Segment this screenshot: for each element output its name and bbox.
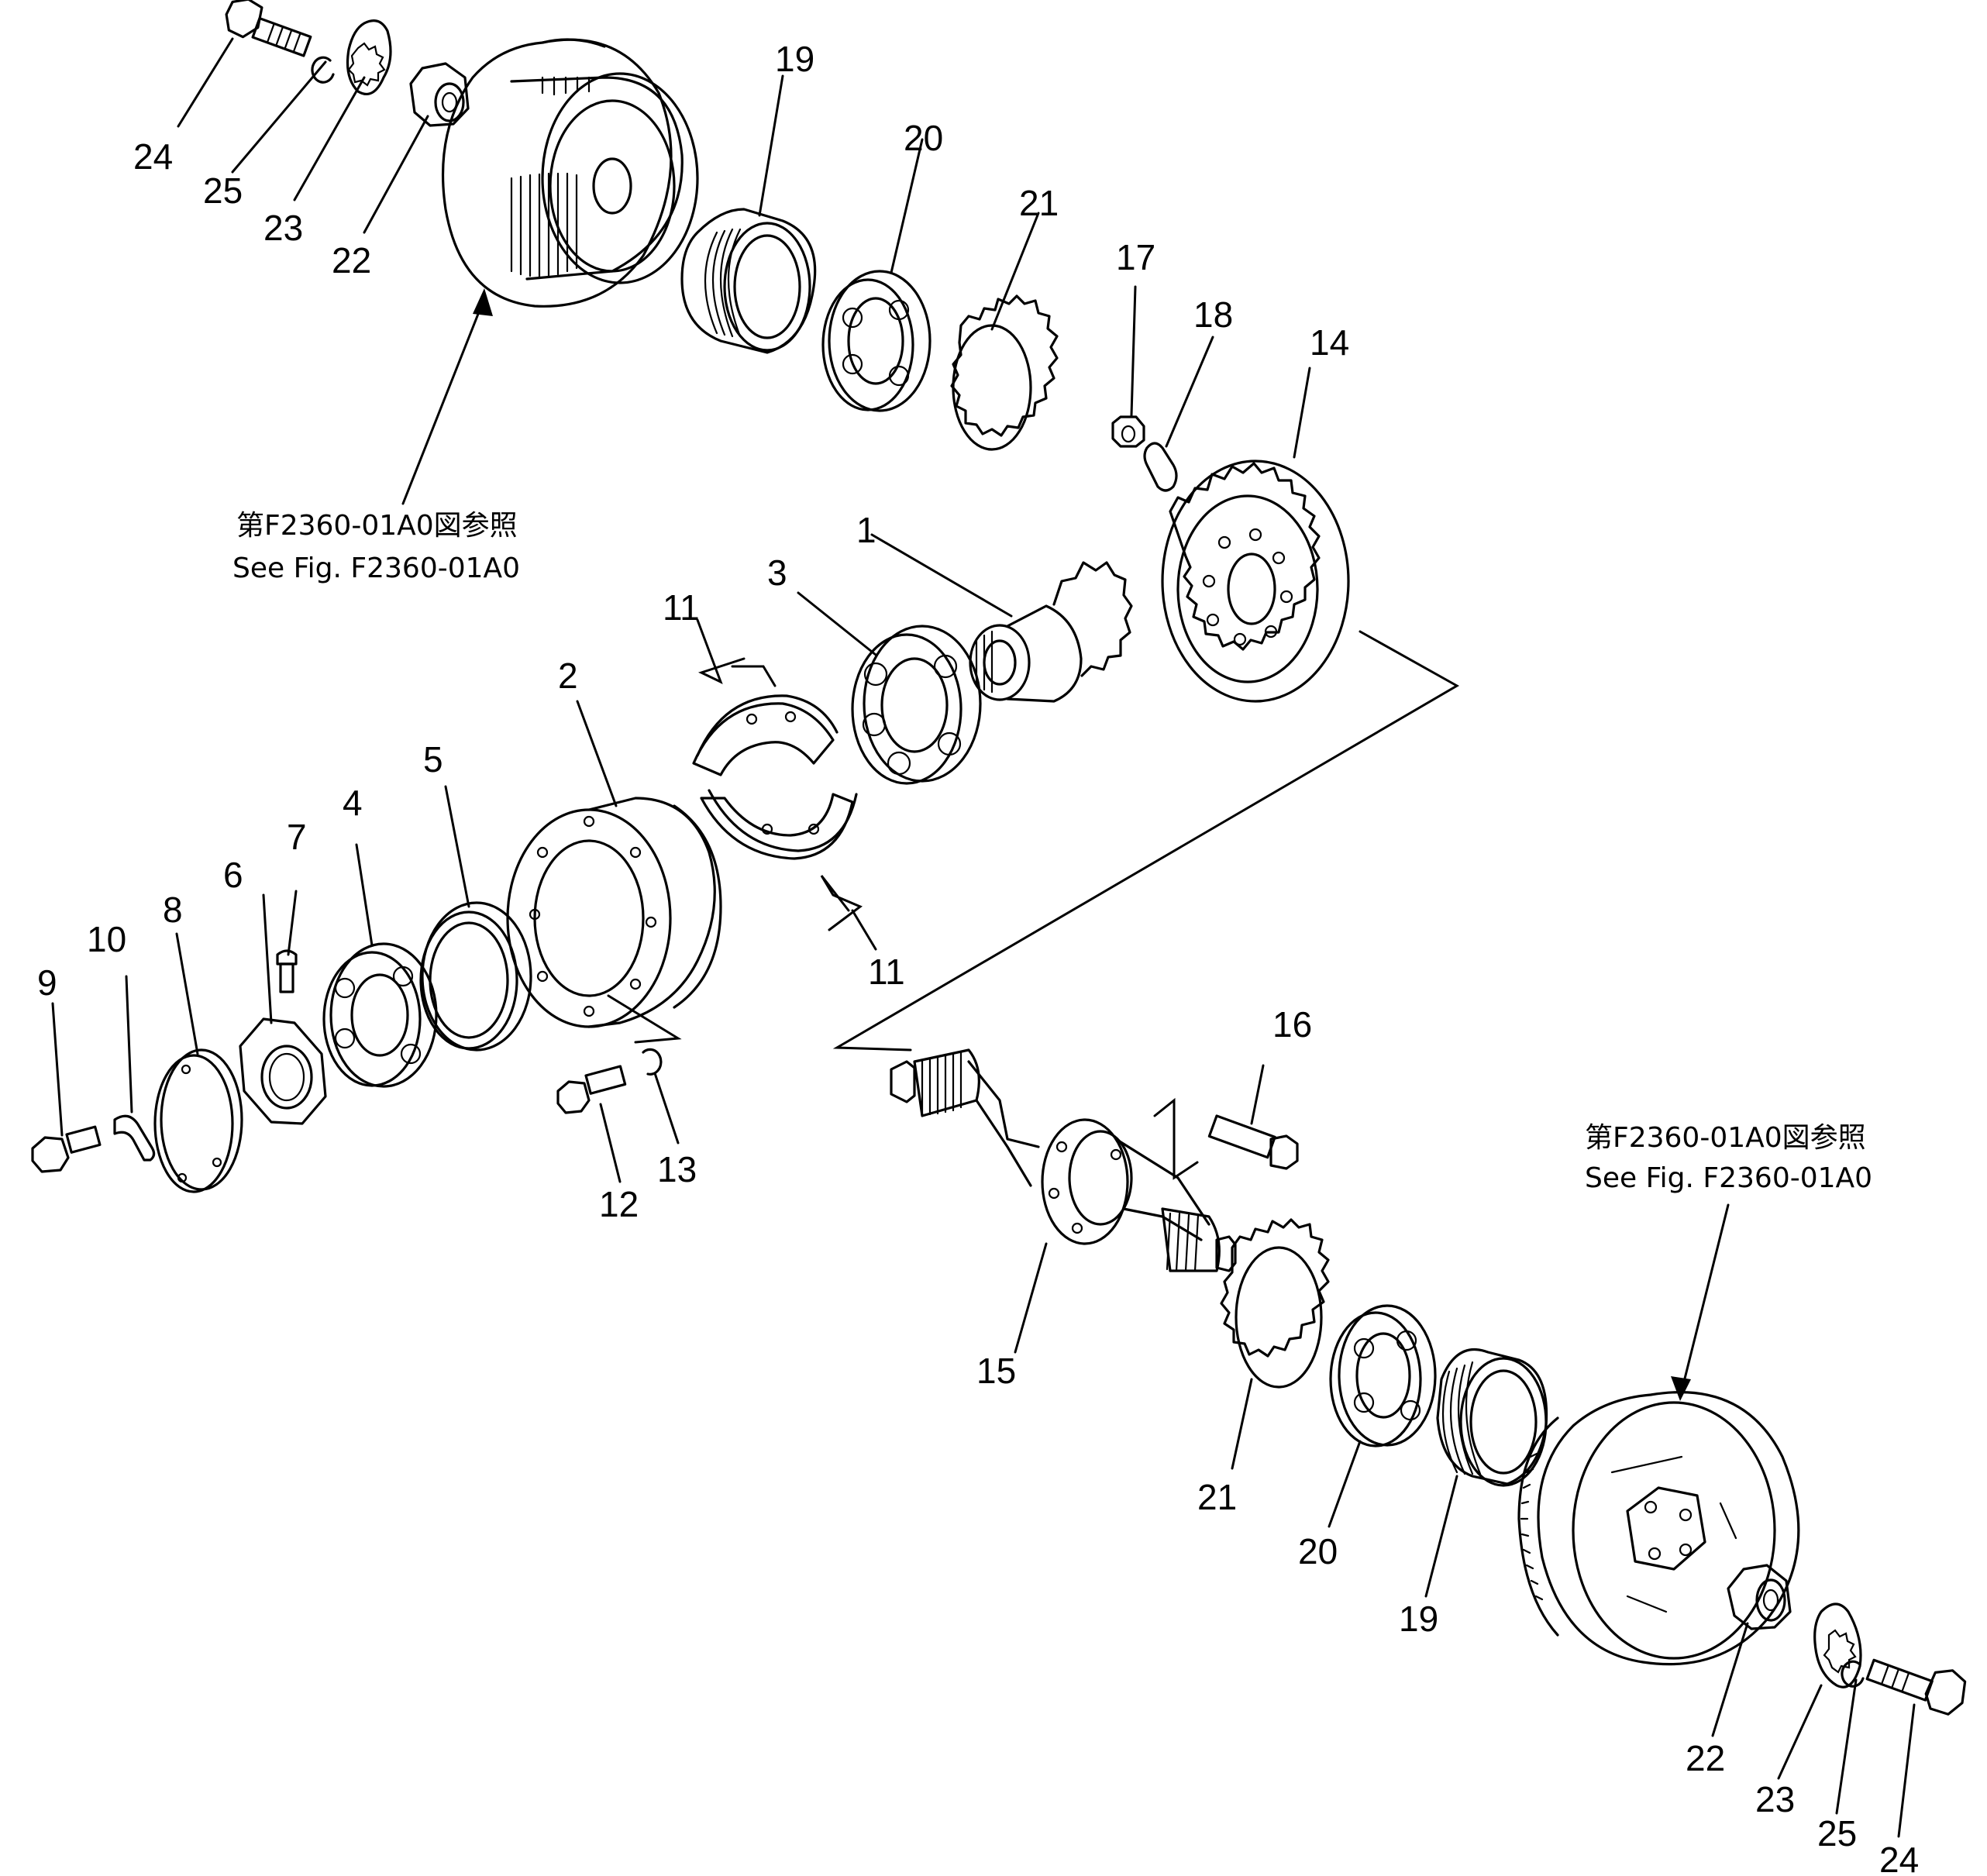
sprocket-plate-21-bottom [1220,1218,1330,1389]
callout-25-top: 25 [203,170,243,211]
callout-20-top: 20 [904,118,943,158]
callout-20-bottom: 20 [1298,1531,1338,1571]
callout-9: 9 [37,962,57,1003]
callout-4: 4 [343,783,363,823]
callout-labels: 24 25 23 22 19 20 21 17 18 14 1 3 11 2 5… [37,39,1919,1876]
reference-note-top-jp: 第F2360-01A0図参照 [236,510,518,542]
callout-21-bottom: 21 [1197,1477,1237,1517]
lock-plate-8 [153,1048,243,1193]
callout-19-bottom: 19 [1399,1599,1438,1639]
bolt-16 [1207,1114,1299,1170]
callout-11-upper: 11 [663,587,700,628]
lock-washer-25-bottom [1841,1660,1865,1688]
callout-22-top: 22 [332,240,371,281]
lock-washer-13 [642,1048,663,1076]
callout-22-bottom: 22 [1686,1738,1725,1778]
reference-arrow-bottom [1671,1203,1730,1401]
callout-14: 14 [1310,322,1349,363]
lock-plate-23-top [346,19,392,95]
lock-plate-23-bottom [1813,1602,1862,1688]
callout-18: 18 [1193,294,1233,335]
bevel-gear-14 [1161,460,1350,703]
callout-24-bottom: 24 [1879,1840,1919,1876]
brake-drum-top [441,38,699,308]
leader-lines [51,37,1916,1838]
callout-3: 3 [767,552,787,593]
nut-22-top [409,62,470,127]
shim-11-lower [700,789,858,860]
callout-13: 13 [657,1149,697,1189]
bearing-20-top [821,270,932,412]
callout-8: 8 [163,890,183,930]
nut-17 [1111,415,1145,448]
bolt-12 [556,1065,627,1114]
sprocket-plate-21-top [950,294,1059,451]
callout-17: 17 [1116,237,1155,277]
callout-16: 16 [1272,1004,1312,1045]
lock-washer-10 [113,1114,156,1162]
reference-note-bottom-jp: 第F2360-01A0図参照 [1585,1122,1866,1154]
bolt-9 [31,1125,102,1173]
callout-2: 2 [558,656,578,696]
bearing-4 [322,942,438,1088]
brake-ring-19-top [680,208,817,354]
callout-10: 10 [87,919,126,959]
callout-7: 7 [287,817,307,857]
lock-washer-25-top [311,56,335,84]
reference-arrow-top [401,288,493,505]
pin-7 [276,949,298,993]
callout-15: 15 [976,1351,1016,1391]
nut-22-bottom [1727,1564,1792,1630]
castle-nut-6 [239,1017,327,1125]
shim-11-upper [692,694,839,776]
callout-12: 12 [599,1184,639,1224]
reference-note-bottom-en: See Fig. F2360-01A0 [1585,1162,1872,1194]
reference-note-top: 第F2360-01A0図参照 See Fig. F2360-01A0 [232,510,520,584]
callout-23-top: 23 [263,208,303,248]
assembly-lines [607,630,1460,1180]
bearing-cage-2 [506,797,722,1028]
bearing-3 [851,625,982,785]
callout-11-lower: 11 [868,952,905,992]
bolt-24-bottom [1865,1658,1967,1716]
brake-drum-bottom [1517,1391,1800,1666]
callout-5: 5 [423,739,443,780]
bolt-24-top [225,0,312,57]
callout-1: 1 [856,510,876,550]
callout-23-bottom: 23 [1755,1779,1795,1819]
reference-note-top-en: See Fig. F2360-01A0 [232,552,520,584]
callout-21-top: 21 [1019,183,1059,223]
seal-ring-5 [419,901,532,1052]
shaft-15 [890,1048,1237,1272]
callout-24-top: 24 [133,136,173,177]
reference-note-bottom: 第F2360-01A0図参照 See Fig. F2360-01A0 [1585,1122,1872,1194]
callout-19-top: 19 [775,39,814,79]
lock-plate-18 [1143,442,1178,492]
callout-25-bottom: 25 [1817,1813,1857,1854]
brake-ring-19-bottom [1436,1348,1548,1487]
pinion-shaft-1 [969,561,1133,703]
bearing-20-bottom [1329,1304,1437,1447]
callout-6: 6 [223,855,243,895]
